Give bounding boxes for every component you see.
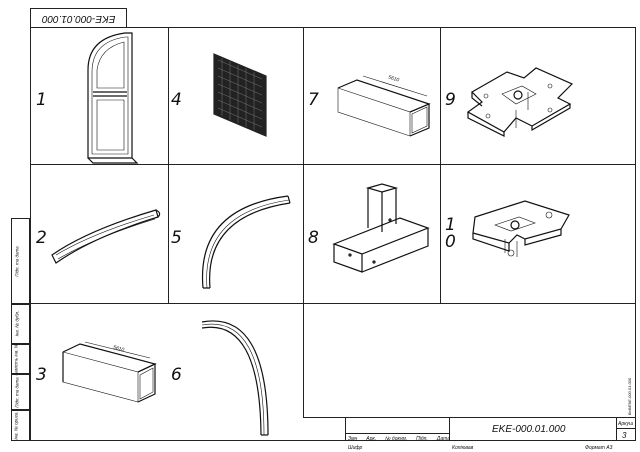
side-stamp-label: Інв. № орига. (13, 411, 19, 440)
sheet-number: 3 (622, 431, 627, 440)
title-block-line (345, 417, 346, 441)
format-label: Формат А3 (585, 445, 613, 451)
top-document-code: EKE-000.01.000 (30, 8, 127, 28)
side-stamp-label: Підп. та дата (14, 246, 20, 277)
grid-line (303, 27, 304, 417)
side-stamp-cell-4: Підп. та дата (11, 374, 30, 410)
grid-line (30, 164, 636, 165)
header-ark: Арк. (366, 436, 377, 442)
drawing-frame (30, 27, 636, 441)
grid-line (30, 303, 636, 304)
item-number-3: 3 (36, 365, 47, 385)
item-number-1: 1 (36, 90, 47, 110)
part-arc-rail (201, 195, 291, 289)
item-number-4: 4 (171, 90, 182, 110)
side-code-text: Bo8/ЕКЕ-000.01.000 (627, 377, 633, 416)
part-tee-connector (332, 183, 430, 273)
title-block-line (616, 428, 636, 429)
part-cross-connector (466, 67, 574, 137)
item-number-10: 1 0 (445, 215, 456, 252)
part-mesh-panel (213, 53, 267, 137)
shifr-label: Шифр (348, 445, 363, 451)
header-sign: Підп. (416, 436, 428, 442)
item-number-6: 6 (171, 365, 182, 385)
side-stamp-cell-2: Інв. № дубл. (11, 304, 30, 344)
side-code-box: Bo8/ЕКЕ-000.01.000 (627, 377, 635, 416)
top-code-text: EKE-000.01.000 (41, 13, 116, 24)
item-number-7: 7 (308, 90, 319, 110)
item-number-8: 8 (308, 228, 319, 248)
part-square-tube (337, 75, 431, 137)
part-square-profile (62, 341, 157, 403)
title-block-line (345, 433, 449, 434)
sheet-label: Аркуш (618, 421, 634, 427)
part-curved-bar (51, 209, 161, 264)
side-stamp-label: Замість інв. № (13, 343, 19, 376)
title-block-top (303, 417, 636, 418)
title-block-headers: Змн Арк. № докум. Підп. Дата (348, 436, 450, 442)
part-arch-rail (201, 320, 269, 436)
title-document-code: EKE-000.01.000 (492, 424, 566, 435)
header-zmn: Змн (348, 436, 358, 442)
title-block-line (616, 417, 617, 441)
copied-label: Копіював (452, 445, 474, 451)
grid-line (440, 27, 441, 303)
side-stamp-label: Інв. № дубл. (14, 310, 20, 337)
side-stamp-cell-5: Інв. № орига. (11, 410, 30, 441)
side-stamp-cell-1: Підп. та дата (11, 218, 30, 304)
title-block-line (449, 417, 450, 441)
item-number-9: 9 (445, 90, 456, 110)
part-door-frame (87, 32, 139, 164)
part-clamp-connector (472, 200, 570, 257)
header-doc: № докум. (385, 436, 408, 442)
side-stamp-label: Підп. та дата (14, 377, 20, 408)
header-date: Дата (436, 436, 450, 442)
side-stamp-cell-3: Замість інв. № (11, 343, 30, 376)
item-number-5: 5 (171, 228, 182, 248)
item-number-2: 2 (36, 228, 47, 248)
grid-line (168, 27, 169, 303)
